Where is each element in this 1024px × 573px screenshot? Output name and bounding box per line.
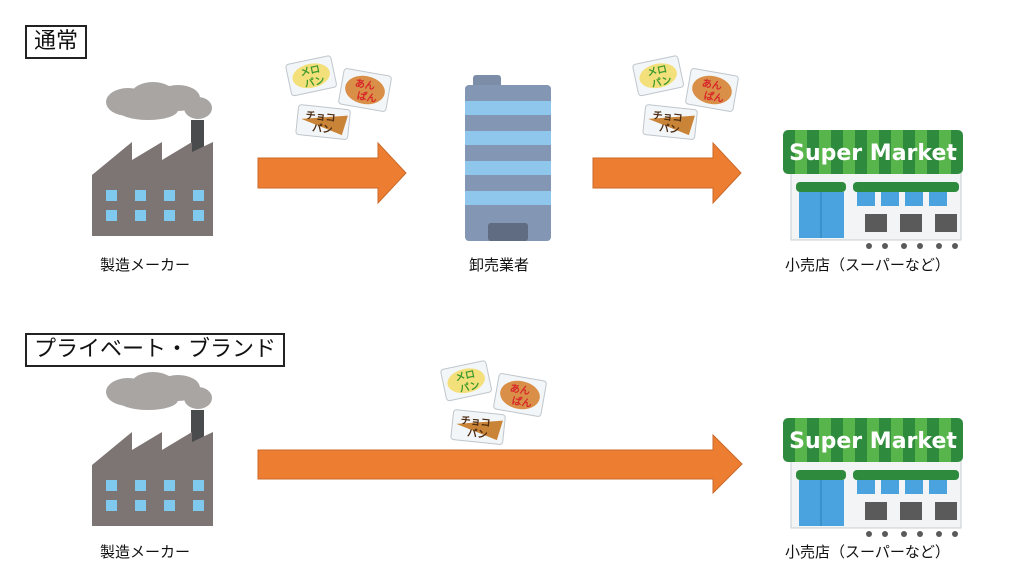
package-label: メロ — [646, 63, 668, 79]
bread-packages-icon: メロ パン あん ぱん チョコ パン — [285, 55, 392, 140]
section-label-private-brand: プライベート・ブランド — [25, 333, 286, 367]
package-label: メロ — [299, 63, 321, 79]
package-label: あん — [354, 76, 376, 92]
package-label: あん — [701, 76, 723, 92]
caption-retailer: 小売店（スーパーなど） — [785, 256, 950, 274]
package-label: パン — [312, 122, 334, 136]
package-label: ぱん — [356, 89, 378, 105]
package-label: チョコ — [305, 109, 336, 124]
caption-manufacturer: 製造メーカー — [100, 256, 191, 274]
supermarket-icon: Super Market — [783, 130, 963, 249]
bread-packages-icon: メロ パン あん ぱん チョコ パン — [632, 55, 739, 140]
store-sign: Super Market — [789, 141, 957, 166]
bread-packages-icon: メロ パン あん ぱん チョコ パン — [440, 360, 547, 445]
arrow-manufacturer-to-wholesaler — [257, 141, 407, 205]
package-label: パン — [467, 427, 489, 441]
package-label: あん — [509, 381, 531, 397]
factory-windows — [106, 190, 204, 221]
office-building-icon — [465, 75, 551, 241]
arrow-manufacturer-to-retailer — [257, 433, 743, 495]
supermarket-icon: Super Market — [783, 418, 963, 537]
arrow-wholesaler-to-retailer — [592, 141, 742, 205]
package-label: チョコ — [460, 414, 491, 429]
package-label: チョコ — [652, 109, 683, 124]
factory-icon — [92, 372, 213, 526]
building-entrance — [488, 223, 528, 241]
package-label: メロ — [454, 368, 476, 384]
section-label-normal: 通常 — [25, 25, 88, 59]
package-label: パン — [303, 74, 326, 90]
anpan-package: あん ぱん — [338, 68, 392, 112]
choco-pan-package: チョコ パン — [295, 104, 351, 140]
caption-retailer: 小売店（スーパーなど） — [785, 543, 950, 561]
caption-wholesaler: 卸売業者 — [469, 256, 530, 274]
package-label: パン — [650, 74, 673, 90]
smoke-cloud — [106, 82, 212, 120]
package-label: パン — [659, 122, 681, 136]
package-label: ぱん — [703, 89, 725, 105]
store-sign: Super Market — [789, 429, 957, 454]
building-stripes — [465, 101, 551, 205]
package-label: ぱん — [511, 394, 533, 410]
package-label: パン — [458, 379, 481, 395]
shopping-carts — [865, 214, 958, 249]
factory-building — [92, 142, 213, 236]
caption-manufacturer: 製造メーカー — [100, 543, 191, 561]
factory-icon — [92, 82, 213, 236]
chimney — [191, 120, 204, 155]
melon-pan-package: メロ パン — [285, 55, 337, 97]
